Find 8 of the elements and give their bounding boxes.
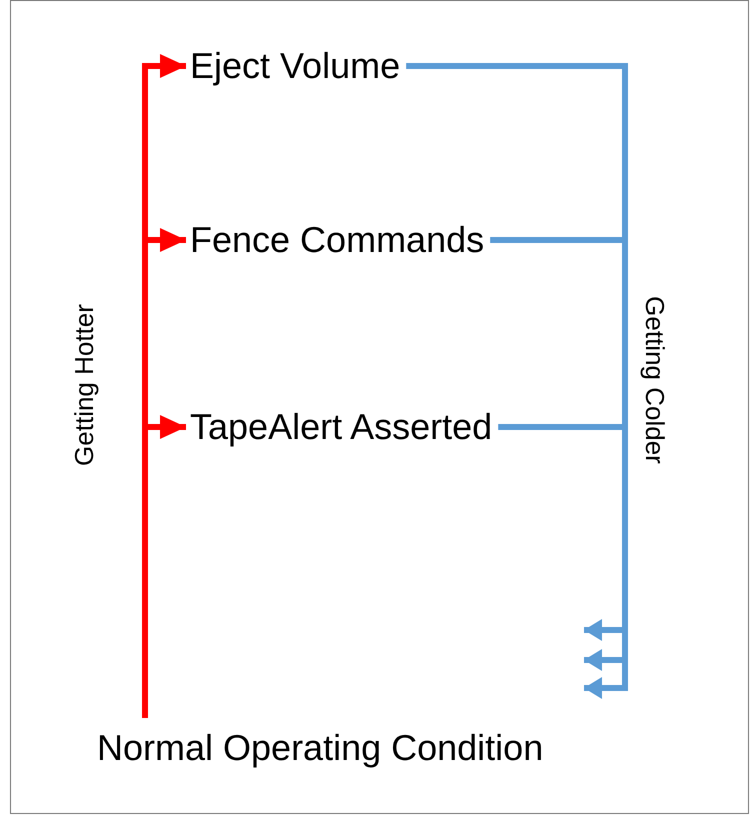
state-label: TapeAlert Asserted: [190, 407, 492, 447]
state-label: Normal Operating Condition: [97, 728, 544, 768]
axis-caption: Getting Hotter: [69, 303, 99, 468]
state-label: Eject Volume: [190, 46, 400, 86]
state-label: Fence Commands: [190, 220, 484, 260]
arrow: [406, 63, 628, 641]
axis-caption: Getting Colder: [640, 295, 670, 466]
arrow: [498, 424, 628, 699]
